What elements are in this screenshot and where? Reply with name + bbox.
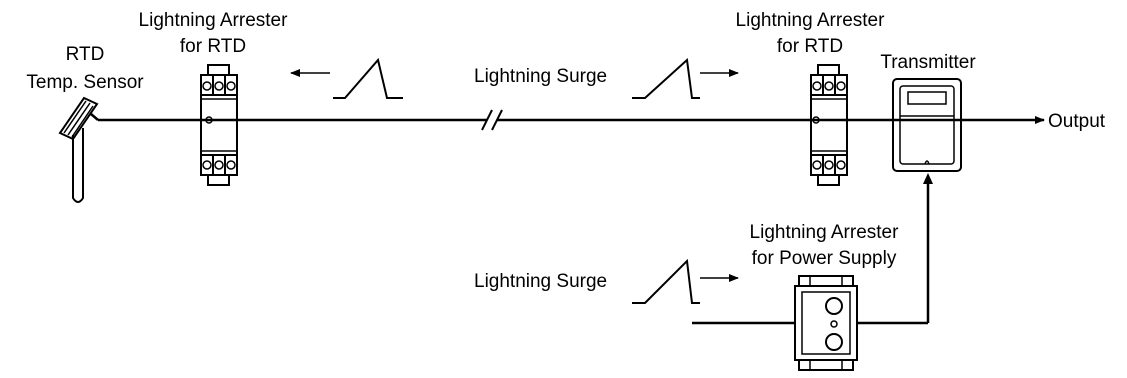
surge-top-left-pulse-icon (333, 57, 403, 99)
arrester-power-label-line2: for Power Supply (752, 248, 897, 269)
line-break-mark-2 (491, 109, 503, 131)
arrester-rtd-right-icon (810, 64, 848, 186)
arrester-right-label-line1: Lightning Arrester (736, 10, 886, 31)
arrester-left-label-line1: Lightning Arrester (139, 10, 289, 31)
output-label: Output (1048, 111, 1106, 132)
rtd-sensor-icon (58, 96, 99, 203)
surge-top-right-pulse-icon (632, 57, 700, 99)
arrester-right-label-line2: for RTD (777, 36, 843, 57)
surge-bottom-pulse-icon (632, 258, 700, 304)
surge-bottom-label: Lightning Surge (474, 271, 607, 292)
arrester-power-label-line1: Lightning Arrester (750, 222, 900, 243)
line-break-mark-1 (481, 109, 493, 131)
arrester-power-supply-icon (794, 275, 858, 371)
rtd-label: RTD (66, 44, 105, 65)
surge-top-label: Lightning Surge (474, 66, 607, 87)
temp-sensor-label: Temp. Sensor (26, 72, 144, 93)
transmitter-label: Transmitter (880, 52, 976, 73)
arrester-left-label-line2: for RTD (180, 36, 246, 57)
power-arrow-head (923, 173, 933, 184)
arrester-rtd-left-icon (200, 64, 238, 186)
transmitter-icon (892, 78, 962, 172)
